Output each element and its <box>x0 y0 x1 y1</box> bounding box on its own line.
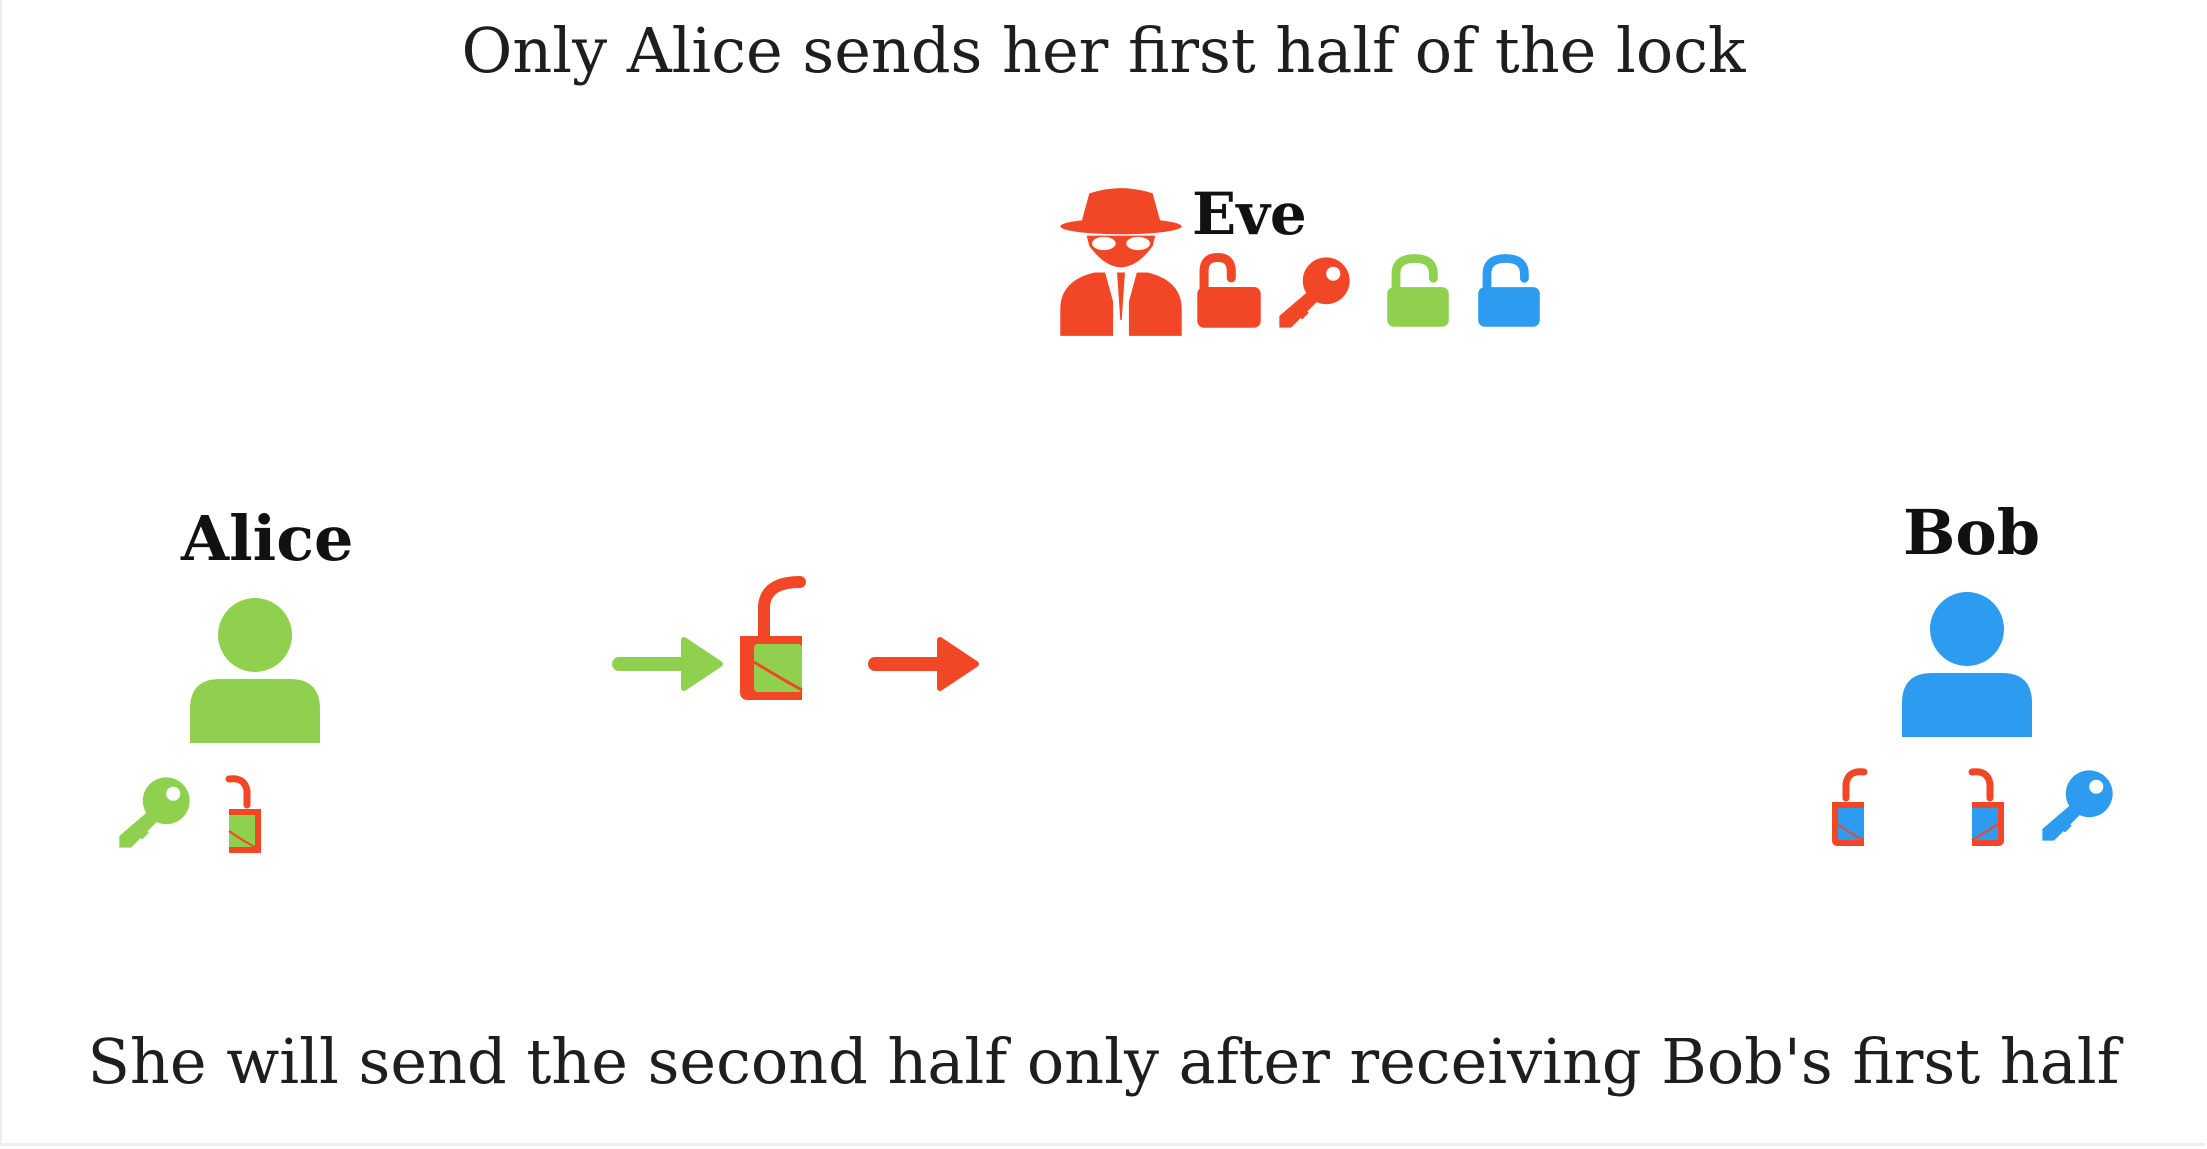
blue-padlock-open-icon <box>1476 254 1542 328</box>
spy-icon <box>1055 188 1187 336</box>
alice-key-icon <box>117 775 192 850</box>
red-padlock-open-icon <box>1195 252 1263 328</box>
green-arrow-icon <box>608 636 724 692</box>
double-locked-half-lock-icon <box>740 576 806 700</box>
alice-half-lock-icon <box>225 775 263 853</box>
alice-name: Alice <box>181 502 354 575</box>
bob-user-icon <box>1902 591 2032 737</box>
bob-half-lock-left-icon <box>1830 768 1868 846</box>
bob-name: Bob <box>1903 496 2041 569</box>
slide-title: Only Alice sends her first half of the l… <box>461 14 1746 87</box>
red-arrow-icon <box>864 636 980 692</box>
red-key-icon <box>1277 255 1352 330</box>
slide-caption: She will send the second half only after… <box>87 1025 2120 1098</box>
eve-name: Eve <box>1192 180 1307 248</box>
bob-key-icon <box>2040 768 2115 843</box>
green-padlock-open-icon <box>1385 254 1451 328</box>
bob-half-lock-right-icon <box>1968 768 2006 846</box>
alice-user-icon <box>190 597 320 743</box>
